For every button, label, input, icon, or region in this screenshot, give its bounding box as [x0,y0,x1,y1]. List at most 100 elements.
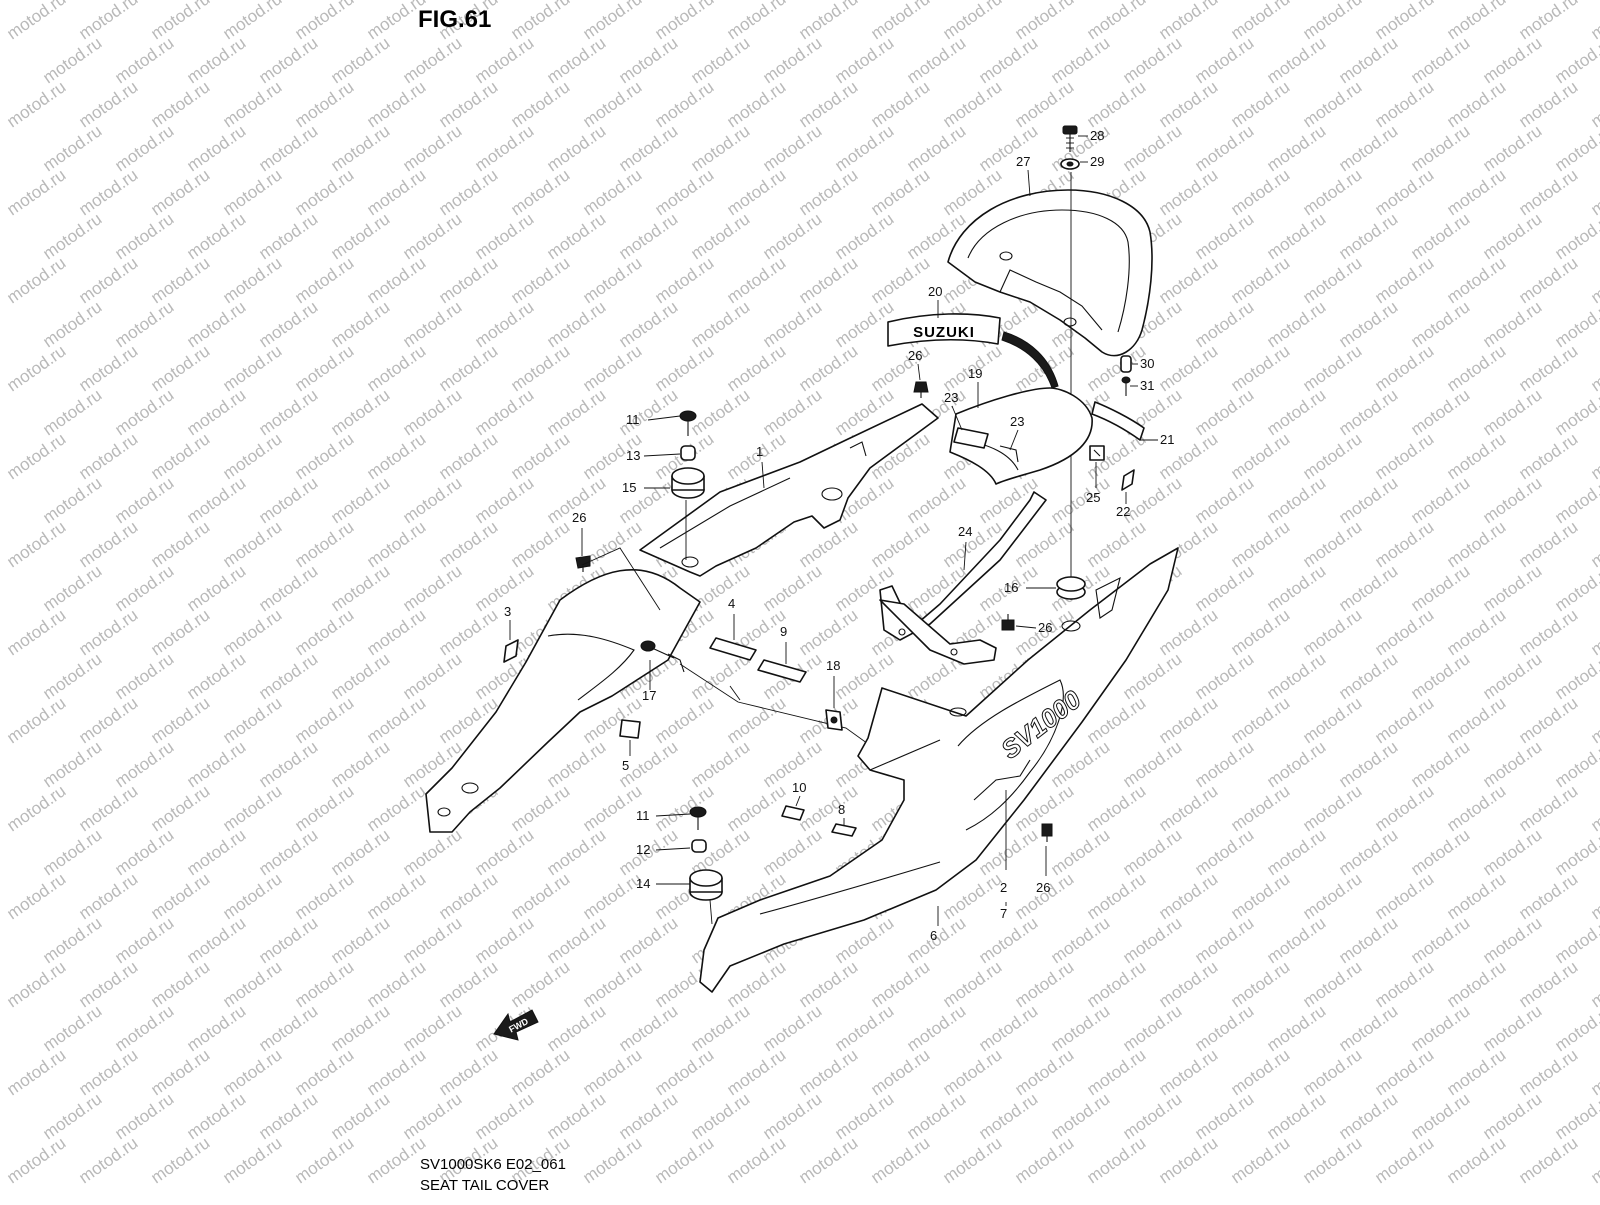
watermark-text: motod.ru [147,165,213,219]
watermark-text: motod.ru [651,693,717,747]
watermark-text: motod.ru [363,693,429,747]
watermark-text: motod.ru [723,341,789,395]
watermark-text: motod.ru [255,913,321,967]
watermark-text: motod.ru [507,957,573,1011]
watermark-text: motod.ru [939,0,1005,43]
callout-number-c26b: 26 [572,510,586,525]
watermark-text: motod.ru [1371,869,1437,923]
watermark-text: motod.ru [867,0,933,43]
watermark-text: motod.ru [1443,0,1509,43]
watermark-text: motod.ru [1047,33,1113,87]
watermark-text: motod.ru [1443,429,1509,483]
watermark-text: motod.ru [291,1133,357,1187]
watermark-text: motod.ru [1011,869,1077,923]
watermark-text: motod.ru [471,825,537,879]
watermark-text: motod.ru [1371,341,1437,395]
watermark-text: motod.ru [723,1133,789,1187]
watermark-text: motod.ru [1551,121,1600,175]
watermark-text: motod.ru [219,77,285,131]
watermark-text: motod.ru [507,77,573,131]
washer [1060,158,1080,170]
watermark-text: motod.ru [543,1089,609,1143]
sticker-strip [709,637,757,661]
callout-number-c29: 29 [1090,154,1104,169]
watermark-text: motod.ru [1407,1089,1473,1143]
push-rivet [913,381,929,398]
watermark-text: motod.ru [543,33,609,87]
watermark-text: motod.ru [615,121,681,175]
watermark-text: motod.ru [1191,121,1257,175]
watermark-text: motod.ru [903,1001,969,1055]
watermark-text: motod.ru [1047,913,1113,967]
watermark-text: motod.ru [687,737,753,791]
watermark-text: motod.ru [471,1089,537,1143]
watermark-text: motod.ru [147,957,213,1011]
watermark-text: motod.ru [291,517,357,571]
watermark-text: motod.ru [1335,825,1401,879]
watermark-text: motod.ru [1443,869,1509,923]
watermark-text: motod.ru [1191,33,1257,87]
watermark-text: motod.ru [255,33,321,87]
watermark-text: motod.ru [615,913,681,967]
watermark-text: motod.ru [255,1001,321,1055]
watermark-text: motod.ru [75,165,141,219]
clip-nut [1089,445,1105,461]
watermark-text: motod.ru [1191,649,1257,703]
watermark-text: motod.ru [1299,253,1365,307]
watermark-text: motod.ru [651,77,717,131]
watermark-text: motod.ru [1587,957,1600,1011]
watermark-text: motod.ru [687,297,753,351]
watermark-text: motod.ru [1263,473,1329,527]
watermark-text: motod.ru [1299,693,1365,747]
watermark-text: motod.ru [1479,1001,1545,1055]
bolt [689,806,707,830]
watermark-text: motod.ru [291,0,357,43]
watermark-text: motod.ru [363,429,429,483]
watermark-text: motod.ru [1371,517,1437,571]
watermark-text: motod.ru [1479,297,1545,351]
callout-number-c3: 3 [504,604,511,619]
watermark-text: motod.ru [867,1045,933,1099]
collar [691,839,707,853]
watermark-text: motod.ru [435,1045,501,1099]
watermark-text: motod.ru [255,209,321,263]
watermark-text: motod.ru [111,473,177,527]
watermark-text: motod.ru [219,693,285,747]
watermark-text: motod.ru [795,1045,861,1099]
watermark-text: motod.ru [1263,1001,1329,1055]
watermark-text: motod.ru [1371,1045,1437,1099]
watermark-text: motod.ru [75,429,141,483]
watermark-text: motod.ru [831,1089,897,1143]
watermark-text: motod.ru [1263,561,1329,615]
watermark-text: motod.ru [75,517,141,571]
watermark-text: motod.ru [1047,1089,1113,1143]
watermark-text: motod.ru [1263,209,1329,263]
watermark-text: motod.ru [183,825,249,879]
watermark-text: motod.ru [1407,913,1473,967]
watermark-text: motod.ru [363,957,429,1011]
watermark-text: motod.ru [327,385,393,439]
watermark-text: motod.ru [1443,517,1509,571]
callout-number-c26a: 26 [908,348,922,363]
small-sticker [831,823,857,837]
watermark-text: motod.ru [1335,473,1401,527]
watermark-text: motod.ru [507,429,573,483]
watermark-text: motod.ru [147,1045,213,1099]
watermark-text: motod.ru [1335,913,1401,967]
watermark-text: motod.ru [75,1045,141,1099]
watermark-text: motod.ru [687,209,753,263]
watermark-text: motod.ru [1263,649,1329,703]
watermark-text: motod.ru [1515,517,1581,571]
watermark-text: motod.ru [471,473,537,527]
watermark-text: motod.ru [219,1045,285,1099]
watermark-text: motod.ru [1479,1089,1545,1143]
watermark-text: motod.ru [1515,869,1581,923]
callout-number-c11a: 11 [626,412,640,427]
watermark-text: motod.ru [3,1133,69,1187]
watermark-text: motod.ru [723,165,789,219]
watermark-text: motod.ru [3,869,69,923]
watermark-text: motod.ru [1587,429,1600,483]
watermark-text: motod.ru [1515,253,1581,307]
watermark-text: motod.ru [615,297,681,351]
